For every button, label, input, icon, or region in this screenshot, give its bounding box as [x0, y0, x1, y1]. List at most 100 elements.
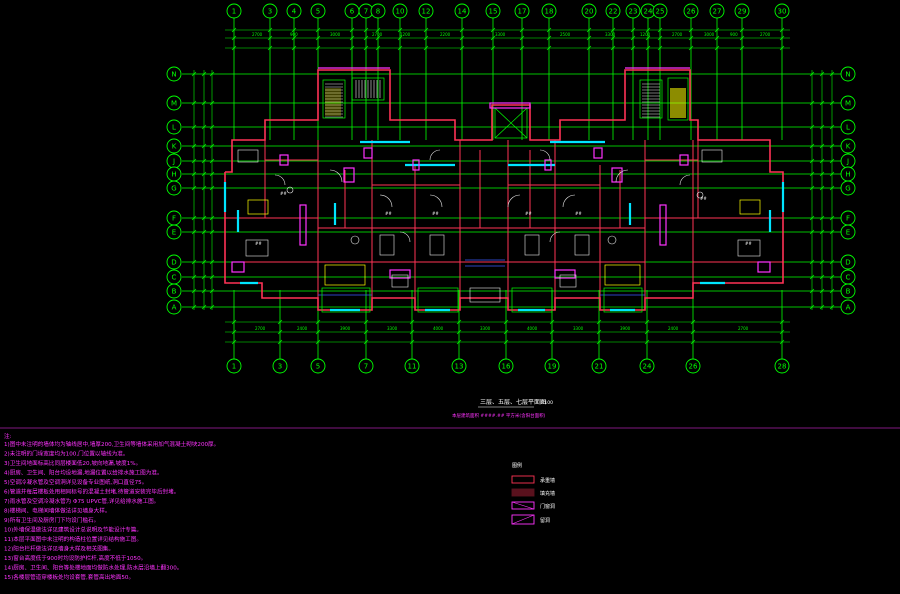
dimension-tick	[231, 45, 237, 51]
axis-bubble-label: F	[846, 215, 850, 223]
dimension-tick	[779, 27, 785, 33]
dimension-tick	[546, 27, 552, 33]
dimension-tick	[363, 45, 369, 51]
dimension-tick	[209, 229, 215, 235]
axis-bubble: F	[166, 210, 182, 226]
dimension-tick	[610, 27, 616, 33]
dimension-tick	[809, 215, 815, 221]
dimension-tick	[630, 27, 636, 33]
dimension-text: 1200	[640, 32, 651, 37]
dimension-tick	[829, 304, 835, 310]
dimension-tick	[201, 274, 207, 280]
svg-text:##: ##	[280, 191, 287, 196]
dimension-tick	[630, 35, 636, 41]
dimension-tick	[645, 35, 651, 41]
dimension-tick	[191, 171, 197, 177]
dimension-text: 2700	[252, 32, 263, 37]
dimension-tick	[456, 329, 462, 335]
legend-swatch-opening	[511, 501, 535, 510]
axis-bubble-label: 7	[364, 8, 368, 16]
dimension-tick	[191, 185, 197, 191]
axis-bubble-label: N	[171, 71, 176, 79]
axis-bubble: L	[840, 119, 856, 135]
dimension-tick	[191, 100, 197, 106]
note-line: 8)楼梯间、电梯间墙体做法详见墙身大样。	[4, 507, 110, 515]
axis-bubble-label: 3	[278, 363, 282, 371]
dimension-tick	[739, 27, 745, 33]
dimension-tick	[714, 27, 720, 33]
axis-bubble-label: 26	[689, 363, 698, 371]
dimension-text: 2700	[672, 32, 683, 37]
dimension-tick	[291, 45, 297, 51]
axis-bubble-label: 26	[687, 8, 696, 16]
axis-bubble-label: K	[172, 143, 177, 151]
notes-label: 注:	[4, 432, 12, 440]
dimension-tick	[191, 158, 197, 164]
dimension-tick	[277, 319, 283, 325]
dimension-tick	[363, 339, 369, 345]
dimension-tick	[809, 124, 815, 130]
dimension-tick	[363, 27, 369, 33]
note-line: 13)窗台高度低于900时均设防护栏杆,高度不低于1050。	[4, 554, 146, 562]
dimension-tick	[519, 35, 525, 41]
axis-bubble: 18	[541, 3, 557, 19]
axis-bubble: 4	[286, 3, 302, 19]
dimension-tick	[423, 27, 429, 33]
dimension-text: 900	[730, 32, 738, 37]
dimension-tick	[549, 329, 555, 335]
dimension-tick	[191, 304, 197, 310]
dimension-text: 3000	[704, 32, 715, 37]
axis-bubble: 3	[272, 358, 288, 374]
axis-bubble-label: 27	[713, 8, 722, 16]
axis-bubble-label: 4	[292, 8, 297, 16]
dimension-text: 2700	[372, 32, 383, 37]
axis-bubble-label: G	[171, 185, 176, 193]
dimension-tick	[819, 274, 825, 280]
axis-bubble: 12	[418, 3, 434, 19]
dimension-tick	[819, 304, 825, 310]
dimension-tick	[809, 259, 815, 265]
axis-bubble: G	[166, 180, 182, 196]
axis-bubble: D	[166, 254, 182, 270]
axis-bubble: 7	[358, 358, 374, 374]
dimension-text: 2500	[560, 32, 571, 37]
dimension-tick	[657, 35, 663, 41]
dimension-tick	[596, 319, 602, 325]
dimension-tick	[819, 259, 825, 265]
dimension-tick	[201, 171, 207, 177]
dimension-tick	[267, 35, 273, 41]
axis-bubble: L	[166, 119, 182, 135]
dimension-tick	[503, 319, 509, 325]
dimension-tick	[739, 35, 745, 41]
dimension-tick	[779, 329, 785, 335]
dimension-tick	[423, 35, 429, 41]
axis-bubble-label: 13	[455, 363, 464, 371]
dimension-tick	[315, 339, 321, 345]
dimension-tick	[363, 319, 369, 325]
dimension-tick	[375, 35, 381, 41]
note-line: 15)各楼层管道穿楼板处均设套管,套管高出地面50。	[4, 573, 134, 581]
dimension-tick	[201, 304, 207, 310]
dimension-tick	[819, 71, 825, 77]
dimension-tick	[375, 45, 381, 51]
dimension-tick	[610, 45, 616, 51]
dimension-text: 3000	[330, 32, 341, 37]
dimension-text: 2700	[760, 32, 771, 37]
dimension-tick	[209, 274, 215, 280]
axis-bubble-label: N	[845, 71, 850, 79]
axis-bubble-label: 24	[644, 8, 653, 16]
dimension-tick	[586, 45, 592, 51]
svg-text:##: ##	[432, 211, 439, 216]
dimension-tick	[209, 171, 215, 177]
dimension-text: 3300	[387, 326, 398, 331]
dimension-tick	[423, 45, 429, 51]
dimension-tick	[819, 158, 825, 164]
dimension-tick	[819, 229, 825, 235]
axis-bubble: A	[166, 299, 182, 315]
legend-item-label: 承重墙	[540, 477, 555, 484]
dimension-tick	[546, 45, 552, 51]
dimension-tick	[809, 185, 815, 191]
dimension-tick	[397, 35, 403, 41]
dimension-tick	[315, 45, 321, 51]
